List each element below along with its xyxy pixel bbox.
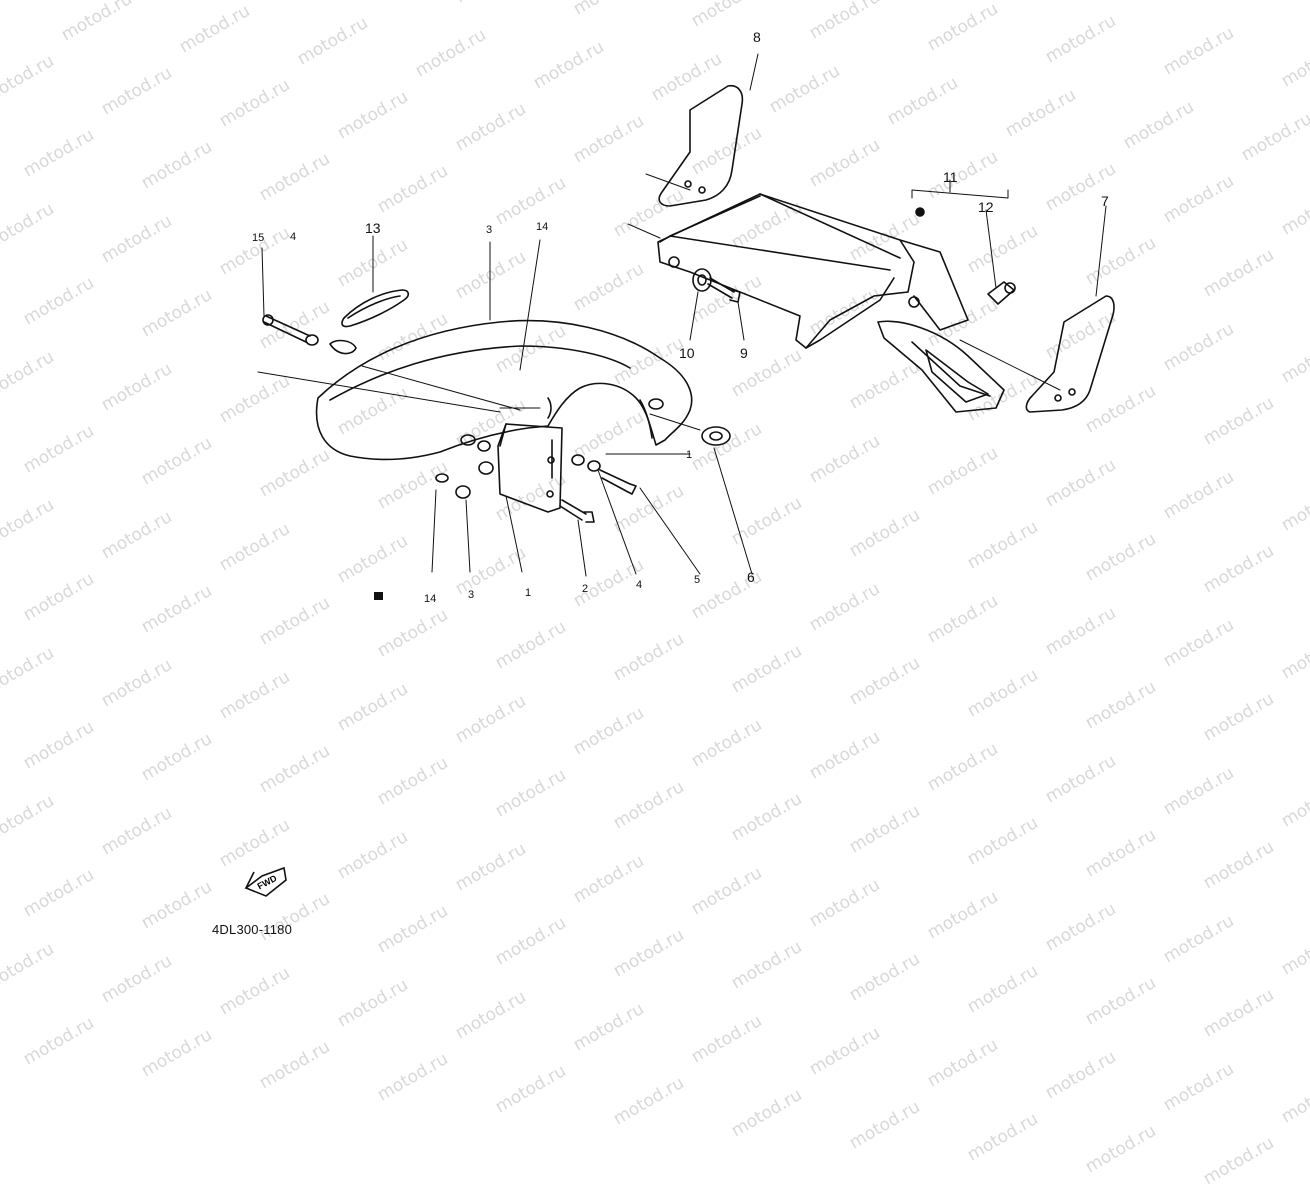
callout-9: 9 [740,345,748,361]
stay-lower [877,320,1005,413]
axis-lines [257,173,1061,455]
watermark-text: motod.ru [610,1073,688,1130]
callout-3-top: 3 [486,224,493,236]
watermark-text: motod.ru [374,1049,452,1106]
watermark-text: motod.ru [1200,985,1278,1042]
callout-4-top: 4 [290,231,297,243]
callout-10: 10 [679,345,695,361]
watermark-text: motod.ru [138,1025,216,1082]
square-marker [374,592,383,600]
callout-14-top: 14 [536,221,549,233]
leader-lines [261,53,1107,577]
watermark-text: motod.ru [1160,1059,1238,1116]
rear-bracket [657,193,969,349]
callout-12: 12 [978,199,994,215]
watermark-text: motod.ru [964,1109,1042,1166]
callout-15: 15 [252,232,265,244]
fender-fasteners [435,426,731,523]
screw-12 [987,281,1016,305]
diagram-code: 4DL300-1180 [212,922,293,937]
watermark-text: motod.ru [1042,1047,1120,1104]
bolt-and-washer [692,268,741,303]
callout-4-bottom: 4 [636,579,643,591]
callout-3-bottom: 3 [468,589,475,601]
watermark-text: motod.ru [1082,1121,1160,1178]
watermark-text: motod.ru [728,1085,806,1142]
watermark-text: motod.ru [492,1061,570,1118]
callout-7: 7 [1101,193,1109,209]
fender-stay [497,423,563,513]
callout-8: 8 [753,29,761,45]
callout-11: 11 [943,169,958,185]
callout-5: 5 [694,574,701,586]
watermark-text: motod.ru [334,975,412,1032]
watermark-text: motod.ru [452,987,530,1044]
callout-6: 6 [747,569,755,585]
watermark-text: motod.ru [688,1011,766,1068]
parts-diagram: FWD [244,53,1115,897]
watermark-text: motod.ru [570,999,648,1056]
reflector [341,289,410,328]
watermark-text: motod.ru [256,1037,334,1094]
watermark-text: motod.ru [924,1035,1002,1092]
watermark-text: motod.ru [1200,1133,1278,1190]
callout-2: 2 [582,583,589,595]
callout-1-right: 1 [686,449,693,461]
front-fender [315,319,693,461]
watermark-text: motod.ru [20,1013,98,1070]
screw-and-grommet [262,314,357,355]
callout-13: 13 [365,220,381,236]
watermark-text: motod.ru [846,1097,924,1154]
watermark-text: motod.ru [806,1023,884,1080]
cover-plate-8 [658,84,744,207]
watermark-text: motod.ru [1278,1071,1310,1128]
cover-plate-7 [1025,295,1115,413]
forward-arrow-icon: FWD [244,866,287,897]
callout-1-bottom: 1 [525,587,532,599]
callout-14-bottom: 14 [424,593,437,605]
